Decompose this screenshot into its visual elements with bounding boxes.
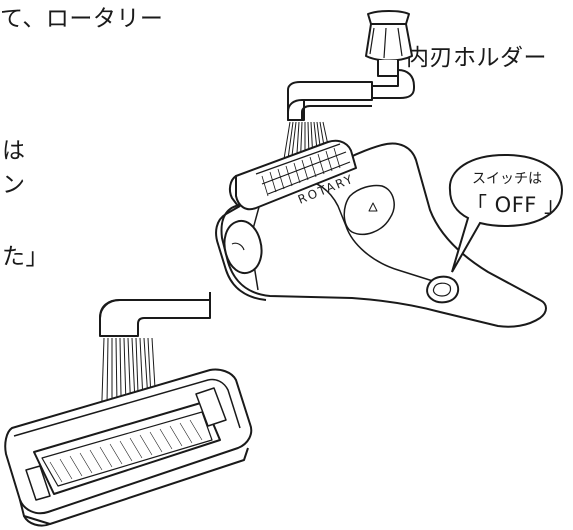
lower-faucet bbox=[99, 292, 211, 337]
shaver-head bbox=[228, 139, 357, 211]
off-callout-bubble bbox=[448, 153, 564, 273]
upper-faucet bbox=[287, 10, 415, 121]
callout-off-label: 「 OFF 」 bbox=[466, 193, 566, 217]
instruction-text-line-4: ン bbox=[2, 172, 26, 198]
instruction-text-line-3: は bbox=[2, 138, 26, 164]
instruction-text-line-2: 内刃ホルダー bbox=[406, 45, 547, 71]
callout-switch-label: スイッチは bbox=[472, 171, 542, 187]
instruction-text-line-1: て、ロータリー bbox=[0, 6, 164, 32]
inner-blade-holder bbox=[4, 368, 253, 527]
instruction-text-line-5: た」 bbox=[2, 244, 49, 270]
